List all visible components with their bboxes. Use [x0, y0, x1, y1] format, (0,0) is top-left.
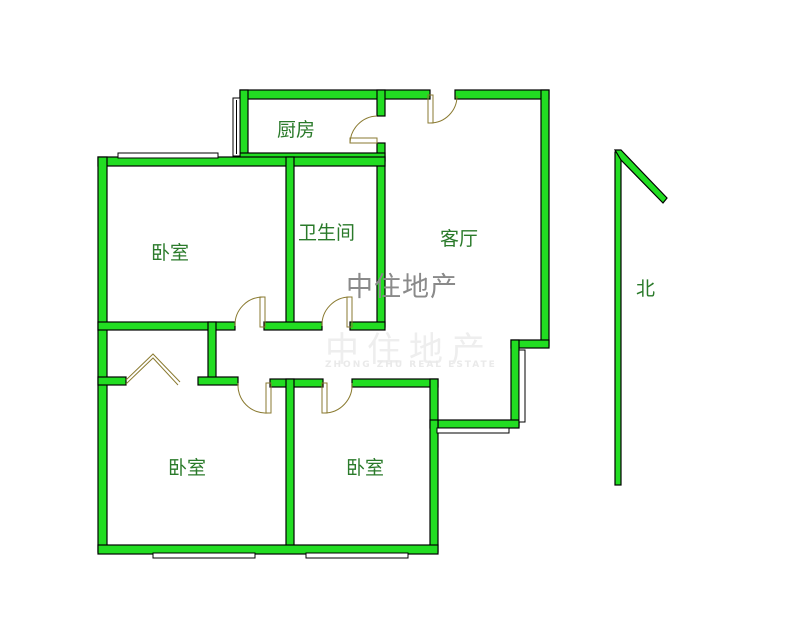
- compass-label: 北: [636, 278, 656, 300]
- room-label-bedroom-3: 卧室: [346, 457, 385, 479]
- room-label-bedroom-1: 卧室: [151, 242, 190, 264]
- doors: [125, 94, 458, 414]
- watermark-faint-en: ZHONG ZHU REAL ESTATE: [325, 360, 497, 370]
- room-label-bedroom-2: 卧室: [168, 457, 207, 479]
- room-label-living-room: 客厅: [440, 228, 479, 250]
- north-arrow-icon: [613, 149, 668, 486]
- watermark-main: 中住地产: [346, 272, 458, 303]
- room-label-kitchen: 厨房: [277, 119, 316, 141]
- watermark-faint: 中住地产: [325, 330, 493, 370]
- room-label-bathroom: 卫生间: [298, 222, 356, 244]
- walls: [97, 89, 550, 555]
- windows: [117, 97, 526, 559]
